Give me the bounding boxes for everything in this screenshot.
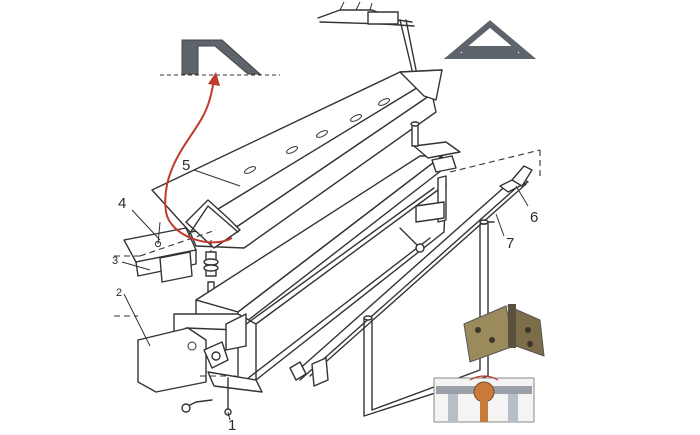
callout-7: 7 — [506, 235, 514, 252]
end-block-left — [123, 221, 197, 283]
triangle-profile-icon — [443, 20, 537, 59]
callout-1: 1 — [228, 417, 236, 434]
callout-3: 3 — [112, 255, 118, 267]
toggle-clamp — [399, 121, 541, 253]
hinge-bracket — [181, 341, 263, 416]
bend-profile-icon — [160, 39, 280, 76]
hinge-photo-icon — [463, 304, 545, 363]
callout-4: 4 — [118, 195, 126, 212]
hinge-section-icon — [433, 375, 535, 423]
leader-lines — [121, 169, 529, 421]
cheek-plate — [114, 315, 207, 393]
callout-6: 6 — [530, 209, 538, 226]
callout-2: 2 — [116, 287, 122, 299]
callout-5: 5 — [182, 157, 190, 174]
bend-arrow — [164, 72, 233, 244]
clamp-angle-bar — [151, 69, 443, 249]
